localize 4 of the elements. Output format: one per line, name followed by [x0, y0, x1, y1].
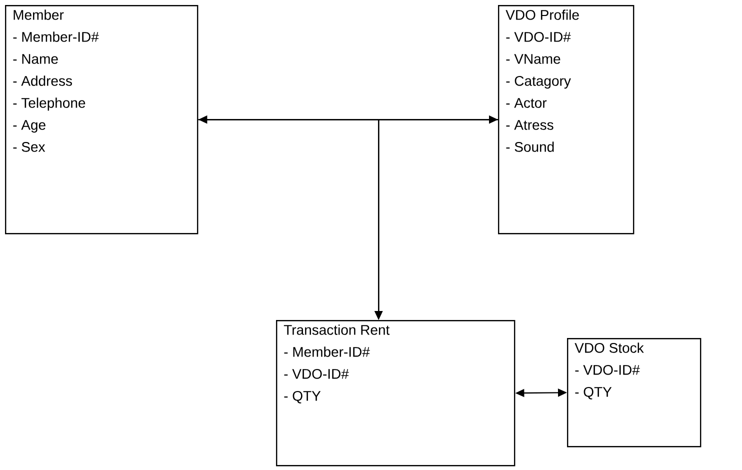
entity-box: VDO Profile - VDO-ID# - VName - Catagory - Actor - Atress - Sound	[498, 5, 634, 234]
entity-box: VDO Stock - VDO-ID# - QTY	[567, 338, 702, 448]
entity-box: Transaction Rent - Member-ID# - VDO-ID# - QTY	[276, 320, 516, 466]
entity-box: Member - Member-ID# - Name - Address - Telephone - Age - Sex	[5, 5, 198, 234]
